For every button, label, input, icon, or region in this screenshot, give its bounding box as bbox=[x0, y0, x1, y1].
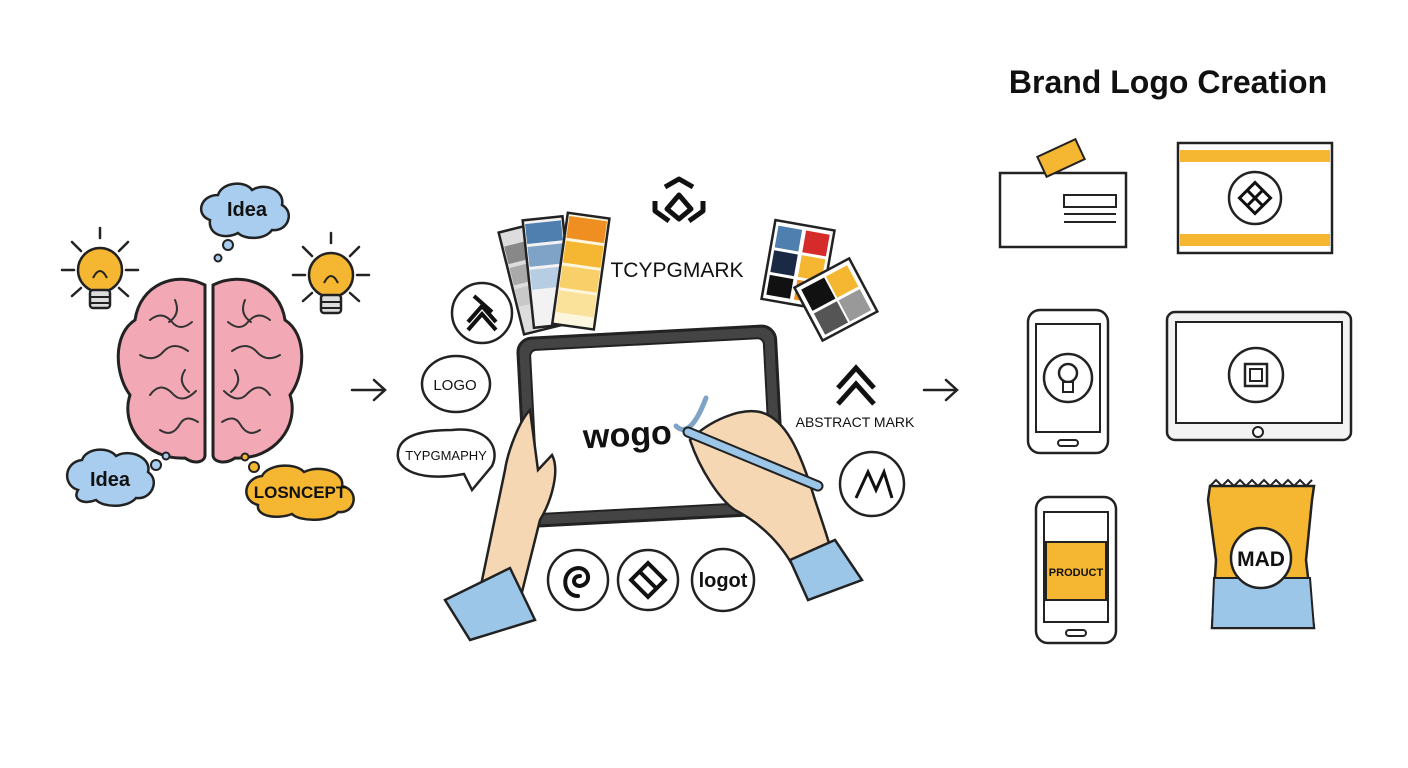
bubble-label: Idea bbox=[227, 199, 268, 221]
logot-label: logot bbox=[699, 570, 748, 592]
lightbulb-icon bbox=[60, 226, 140, 310]
logo-badge-m bbox=[838, 450, 906, 518]
bag-label: MAD bbox=[1237, 548, 1285, 571]
bubble-label: Idea bbox=[90, 469, 131, 491]
arrow-right-icon bbox=[350, 378, 387, 402]
abstract-mark-icon bbox=[836, 364, 876, 406]
typography-bubble: TYPGMAPHY bbox=[396, 428, 496, 493]
thought-bubble-idea-top: Idea bbox=[199, 182, 291, 263]
left-hand-icon bbox=[443, 407, 557, 642]
checkmark-icon bbox=[673, 395, 709, 432]
logo-badge-spiral bbox=[546, 548, 610, 612]
phone-icon bbox=[1026, 308, 1110, 455]
product-label: PRODUCT bbox=[1049, 567, 1104, 579]
color-swatch-icon bbox=[760, 218, 880, 343]
stylus-icon bbox=[682, 426, 824, 492]
color-swatch-icon bbox=[497, 211, 611, 336]
arrow-right-icon bbox=[922, 378, 959, 402]
package-bag-icon: MAD bbox=[1206, 478, 1316, 630]
business-card-icon bbox=[998, 137, 1128, 249]
thought-bubble-idea-left: Idea bbox=[66, 448, 171, 507]
logo-badge-chevron bbox=[450, 281, 514, 345]
logo-badge: LOGO bbox=[420, 354, 492, 414]
tablet-device-icon bbox=[1165, 310, 1353, 442]
diagram-title: Brand Logo Creation bbox=[1009, 64, 1327, 100]
thought-bubble-concept: LOSNCEPT bbox=[240, 452, 355, 521]
brain-icon bbox=[116, 277, 304, 464]
lightbulb-icon bbox=[291, 231, 371, 315]
abstract-mark-label: ABSTRACT MARK bbox=[796, 414, 915, 430]
logo-badge-label: LOGO bbox=[433, 377, 476, 394]
bubble-label: LOSNCEPT bbox=[254, 483, 347, 502]
logo-badge-square bbox=[616, 548, 680, 612]
billboard-icon bbox=[1176, 141, 1334, 255]
logo-badge-text: logot bbox=[690, 547, 756, 613]
phone-icon: PRODUCT bbox=[1034, 495, 1118, 645]
typography-label: TYPGMAPHY bbox=[405, 448, 487, 463]
tablet-wordmark: wogo bbox=[581, 414, 673, 457]
abstract-symbol-icon bbox=[652, 176, 706, 224]
wordmark-label: TCYPGMARK bbox=[610, 259, 743, 282]
